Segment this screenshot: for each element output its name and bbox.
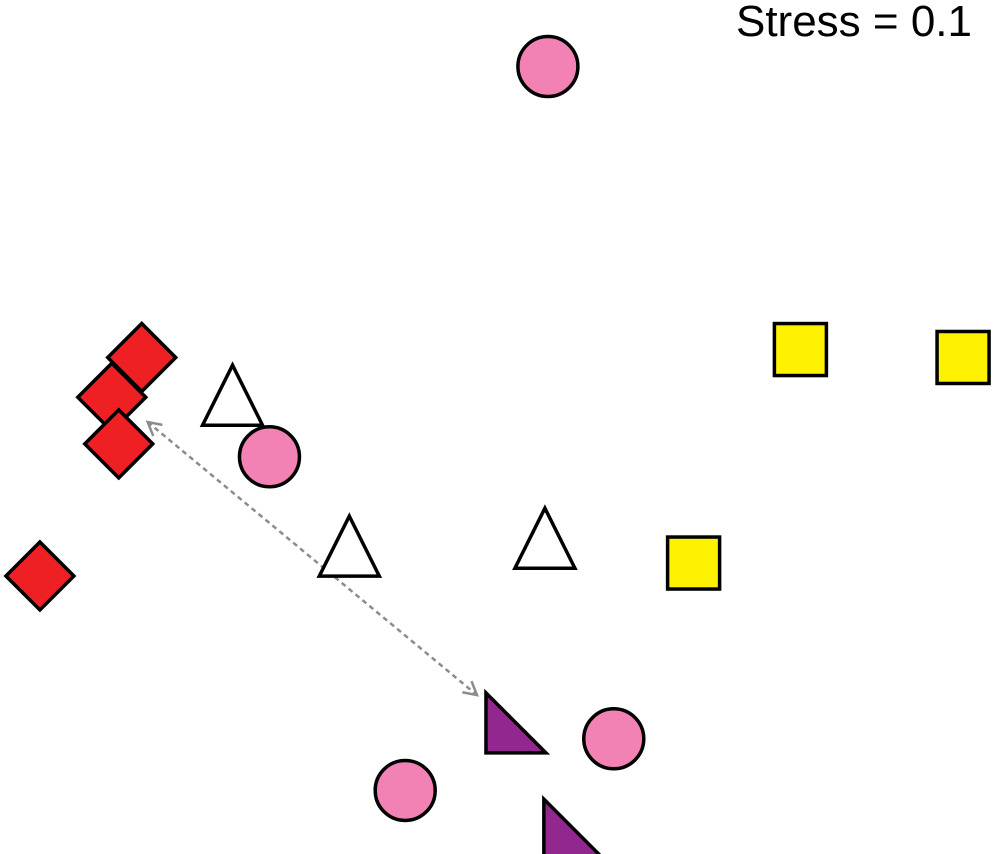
point-circle xyxy=(516,34,580,99)
stress-annotation: Stress = 0.1 xyxy=(736,0,972,46)
point-circle xyxy=(373,758,437,823)
point-right-triangle xyxy=(542,794,602,854)
point-circle xyxy=(237,425,302,489)
point-diamond xyxy=(3,539,77,613)
point-square xyxy=(772,321,829,378)
point-triangle xyxy=(199,361,266,427)
points-layer xyxy=(3,34,991,854)
point-square xyxy=(935,329,991,386)
point-triangle xyxy=(316,512,383,578)
point-circle xyxy=(582,707,646,771)
dissimilarity-arrow-layer xyxy=(145,420,480,697)
dissimilarity-arrow-line xyxy=(146,421,478,697)
point-right-triangle xyxy=(484,688,551,755)
arrow-head-start xyxy=(145,420,163,437)
point-square xyxy=(665,535,722,591)
point-diamond xyxy=(82,407,156,481)
arrow-head-end xyxy=(462,680,480,697)
point-triangle xyxy=(512,504,578,570)
